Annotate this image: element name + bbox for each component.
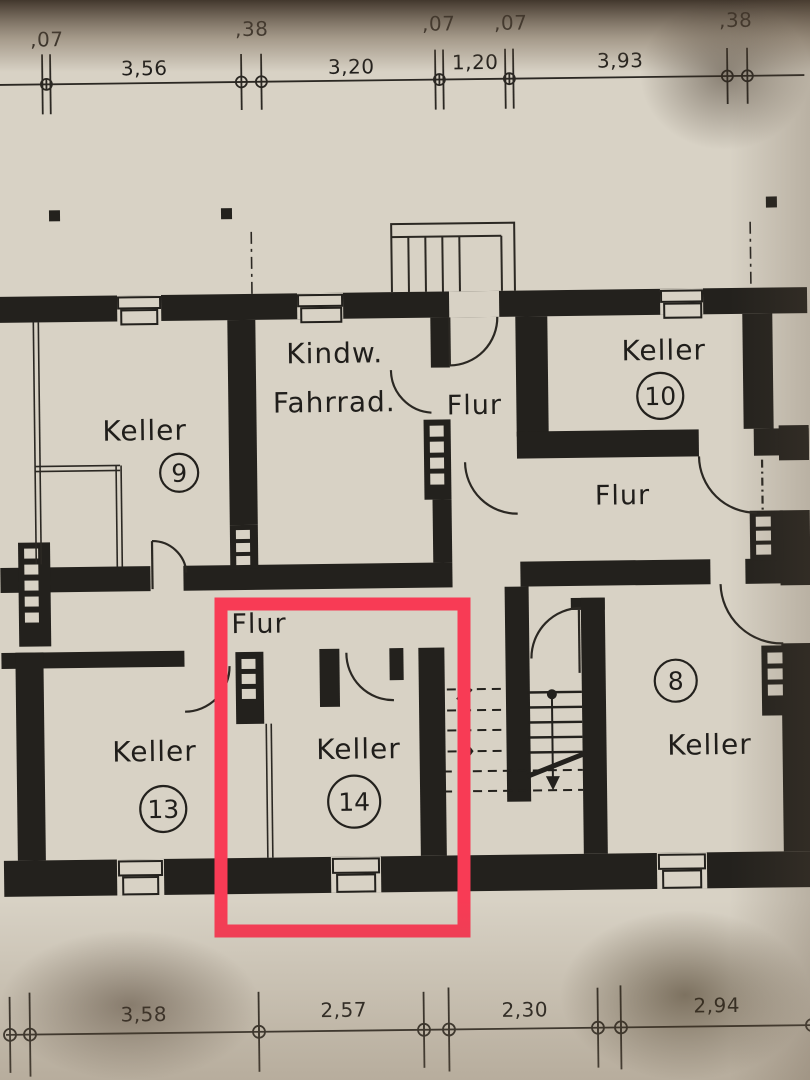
floorplan-photo: ,07 3,56 ,38 3,20 ,07 1,20 ,07 3,93 ,38 (0, 0, 810, 1080)
basement-floorplan: ,07 3,56 ,38 3,20 ,07 1,20 ,07 3,93 ,38 (0, 0, 810, 1080)
photo-shading (0, 0, 810, 1080)
